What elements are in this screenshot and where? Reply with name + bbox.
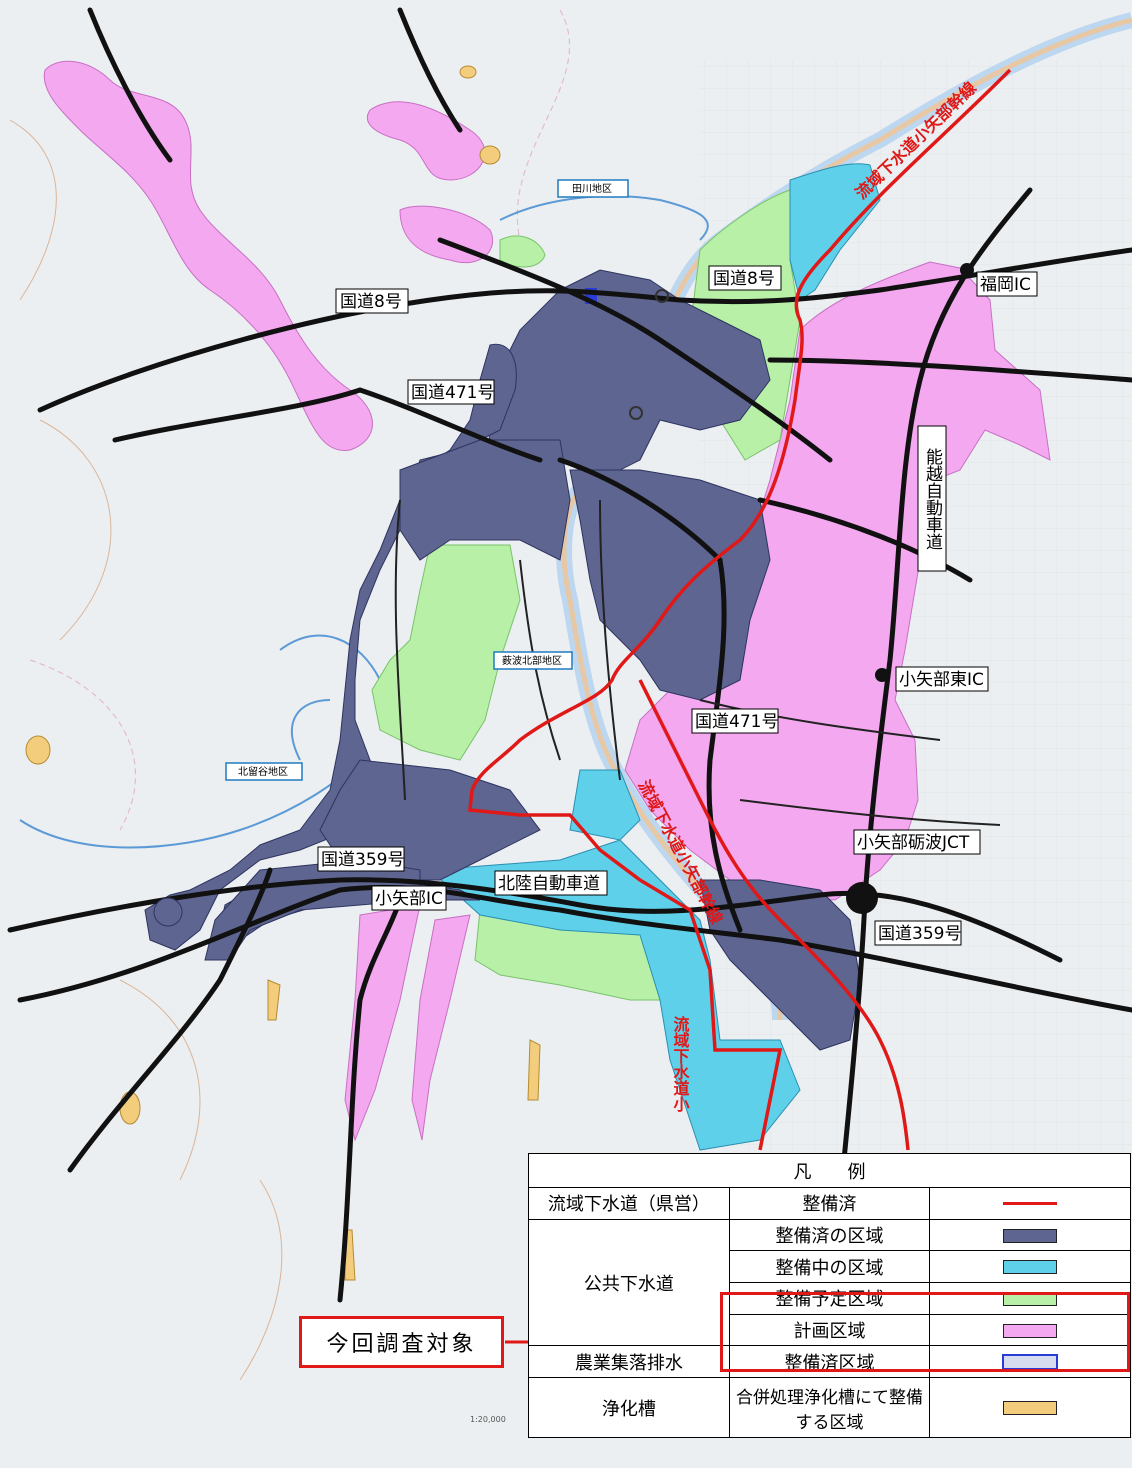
- legend-swatch-developed: [1003, 1228, 1058, 1243]
- tagawa-district-label: 田川地区: [572, 182, 612, 195]
- road-east-1: [757, 497, 973, 583]
- legend-category-rural: 農業集落排水: [528, 1345, 730, 1379]
- noetsu-expressway-label: 能越自動車道: [922, 448, 943, 550]
- road-north-2: [437, 237, 833, 463]
- oyabe-higashi-ic-label: 小矢部東IC: [899, 670, 984, 690]
- trunk-sewer-line: [468, 68, 1012, 1151]
- route8-west-label: 国道8号: [340, 292, 402, 312]
- survey-target-callout: 今回調査対象: [299, 1316, 504, 1368]
- legend-item-rural-developed: 整備済区域: [728, 1345, 931, 1379]
- hokuriku-expressway-label: 北陸自動車道: [498, 874, 600, 894]
- legend-title: 凡 例: [528, 1153, 1131, 1188]
- legend-table: 凡 例 流域下水道（県営） 整備済 公共下水道 整備済の区域 整備中の区域 整備…: [528, 1153, 1131, 1438]
- legend-swatch-planned: [1003, 1323, 1058, 1338]
- tributary-river: [19, 634, 381, 849]
- junction-marker: [629, 406, 643, 420]
- oyabe-tonami-jct-marker: [846, 882, 878, 914]
- route471: [112, 387, 743, 933]
- fukuoka-ic-label: 福岡IC: [980, 275, 1031, 295]
- boundary-line: [29, 9, 571, 831]
- tagawa-river: [499, 195, 709, 241]
- fukuoka-ic-marker: [960, 263, 974, 277]
- oyabe-ic-marker: [153, 897, 183, 927]
- kitarugaya-district-label: 北留谷地区: [238, 765, 288, 778]
- survey-target-highlight: [720, 1292, 1130, 1372]
- legend-category-regional: 流域下水道（県営）: [528, 1187, 730, 1220]
- developed-area-southeast: [699, 879, 861, 1051]
- legend-swatch-in-progress: [1003, 1260, 1058, 1275]
- road-north-1: [87, 7, 463, 163]
- oyabe-tonami-jct-label: 小矢部砺波JCT: [857, 833, 970, 853]
- legend-swatch-cell: [929, 1282, 1131, 1315]
- yabunami-district-label: 薮波北部地区: [502, 654, 562, 667]
- in-progress-area-north: [789, 163, 881, 301]
- legend-item-in-progress: 整備中の区域: [728, 1250, 931, 1284]
- route359-west-label: 国道359号: [321, 850, 404, 870]
- hokuriku-expressway: [17, 884, 1132, 1013]
- scale-label: 1:20,000: [470, 1415, 506, 1424]
- legend-item-planned: 計画区域: [728, 1313, 931, 1347]
- road-east-2: [767, 357, 1132, 383]
- legend-category-septic: 浄化槽: [528, 1377, 730, 1438]
- route471-north-label: 国道471号: [411, 383, 494, 403]
- trunk-sewer-line-branch: [638, 679, 910, 1151]
- junction-marker: [655, 289, 669, 303]
- legend-swatch-cell: [929, 1377, 1131, 1438]
- legend-item-completed-trunk: 整備済: [728, 1187, 931, 1220]
- legend: 凡 例 流域下水道（県営） 整備済 公共下水道 整備済の区域 整備中の区域 整備…: [528, 1153, 1131, 1438]
- route8-center-label: 国道8号: [713, 269, 775, 289]
- septic-area: [25, 735, 51, 765]
- route359-east-label: 国道359号: [878, 924, 961, 944]
- district-labels: 田川地区 薮波北部地区 北留谷地区 1:20,000: [225, 179, 629, 1424]
- legend-swatch-cell: [929, 1187, 1131, 1220]
- septic-area: [479, 145, 501, 165]
- trunk-line-south-label: 流域下水道小: [671, 1015, 690, 1113]
- planned-area-northwest: [43, 60, 373, 451]
- legend-swatch-cell: [929, 1250, 1131, 1284]
- in-progress-area-south: [428, 839, 801, 1151]
- road-minor-network: [394, 499, 1001, 826]
- road-southwest: [67, 867, 273, 1173]
- noetsu-expressway: [837, 187, 1033, 1203]
- oyabe-ic-label: 小矢部IC: [375, 889, 443, 909]
- legend-item-septic: 合併処理浄化槽にて整備する区域: [728, 1377, 931, 1438]
- legend-swatch-septic: [1003, 1401, 1058, 1416]
- legend-item-developed: 整備済の区域: [728, 1218, 931, 1252]
- route471-south-label: 国道471号: [695, 712, 778, 732]
- planned-area-south-strips: [344, 904, 471, 1142]
- legend-swatch-cell: [929, 1218, 1131, 1252]
- oyabe-higashi-ic-marker: [875, 668, 889, 682]
- scheduled-area-central: [371, 544, 521, 761]
- legend-swatch-red-line: [1003, 1202, 1058, 1206]
- contour-lines: [9, 119, 283, 1381]
- planned-area-north: [367, 101, 494, 264]
- road-south: [337, 897, 403, 1303]
- septic-area: [459, 65, 477, 79]
- legend-category-public: 公共下水道: [528, 1218, 730, 1347]
- route359: [7, 877, 1063, 963]
